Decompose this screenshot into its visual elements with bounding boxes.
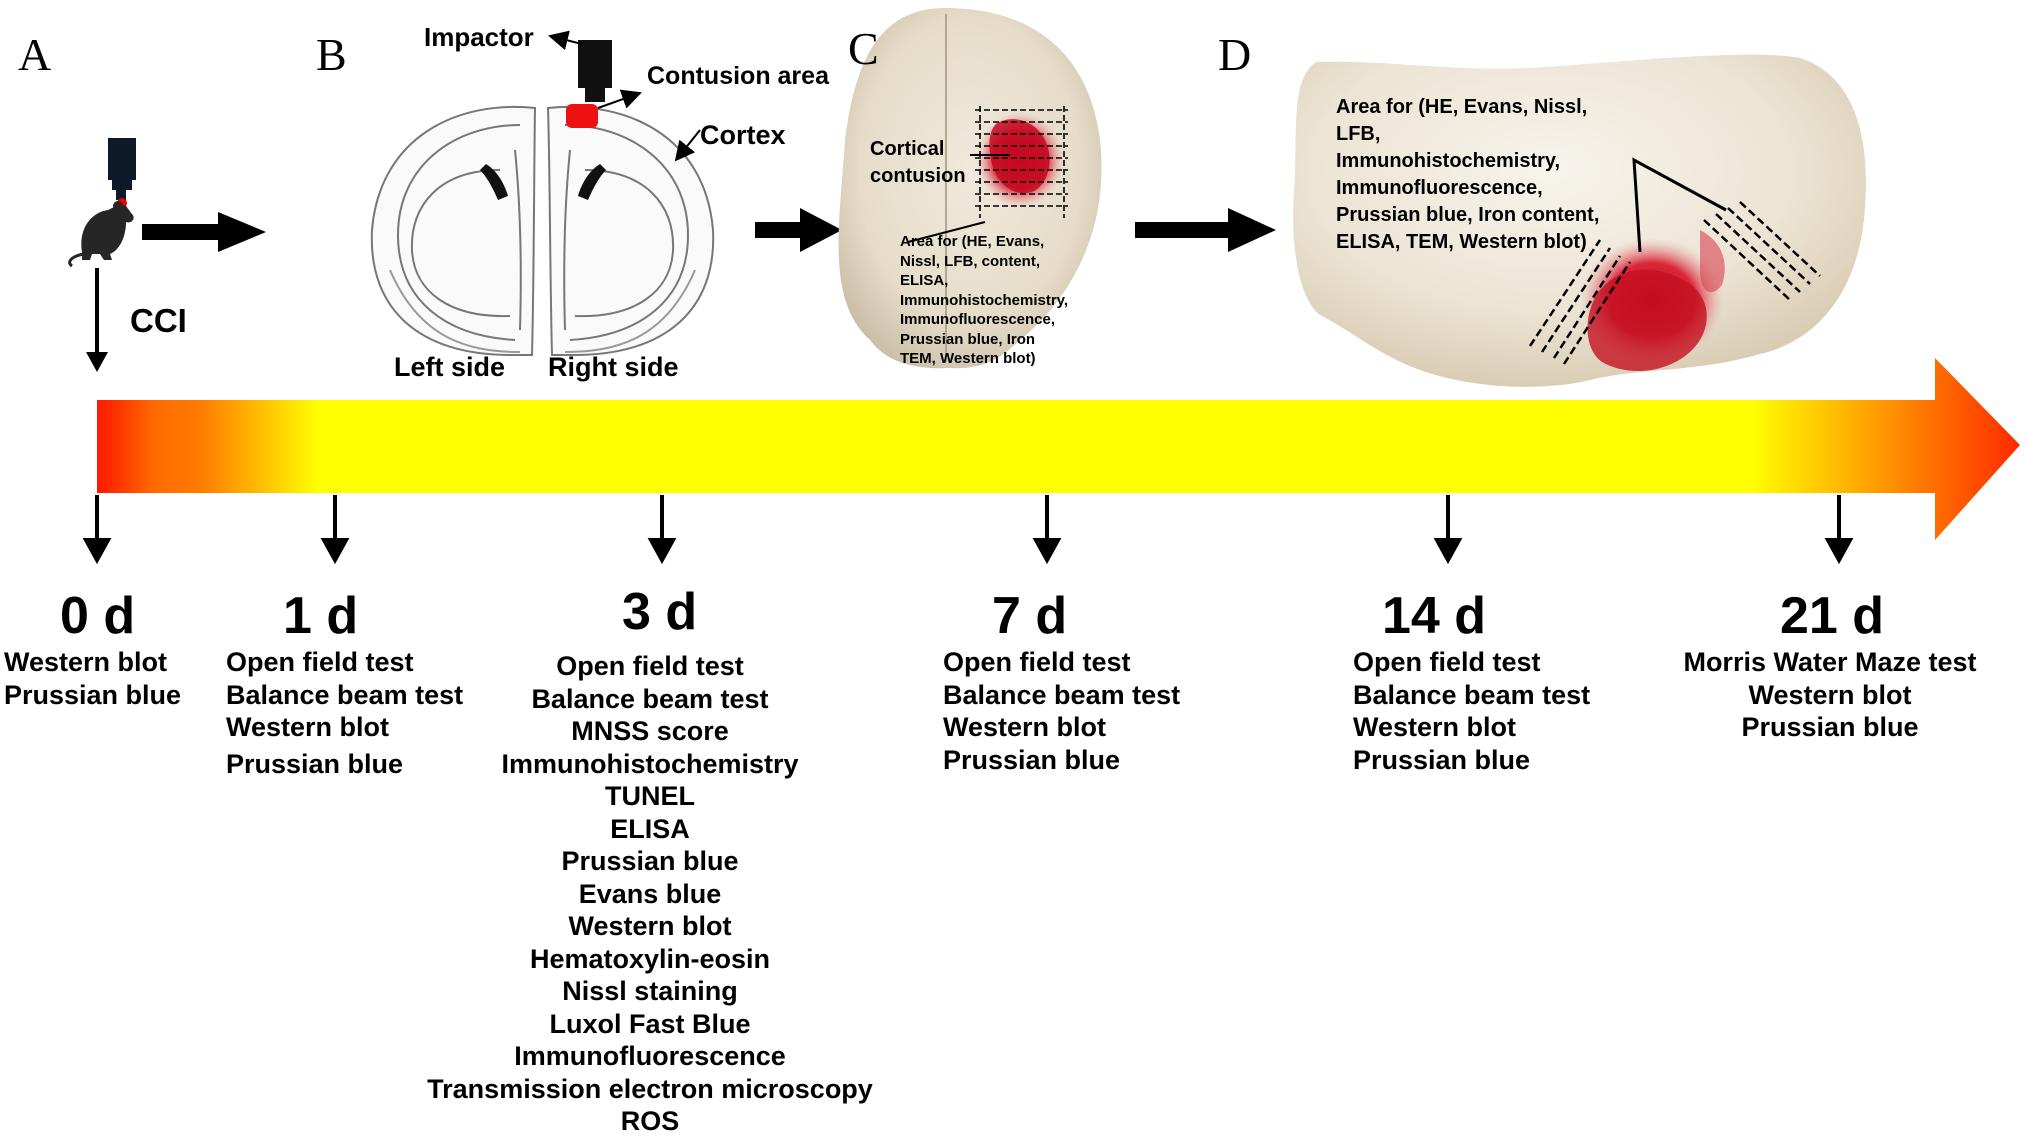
day-label-3: 3 d xyxy=(622,583,698,641)
brain-top-view xyxy=(838,8,1102,369)
list-item: Prussian blue xyxy=(4,679,182,710)
list-item: Evans blue xyxy=(578,878,722,909)
panel-c-area-text: Area for (HE, Evans, Nissl, LFB, content… xyxy=(900,233,1069,367)
list-item: Balance beam test xyxy=(943,679,1181,710)
day-1-list: Open field test Balance beam test Wester… xyxy=(226,646,463,780)
day-label-0: 0 d xyxy=(60,587,136,645)
mouse-impactor-illustration xyxy=(68,138,136,372)
list-item: Western blot xyxy=(4,647,168,677)
contusion-area-label: Contusion area xyxy=(647,62,829,90)
list-item: Prussian blue xyxy=(226,748,404,779)
list-item: TUNEL xyxy=(605,781,695,811)
day-0-list: Western blot Prussian blue xyxy=(4,646,181,711)
list-item: Immunofluorescence xyxy=(514,1041,786,1071)
list-item: Immunohistochemistry xyxy=(501,748,799,779)
panel-label-c: C xyxy=(848,23,879,74)
timeline-tick-arrows xyxy=(82,495,1854,565)
day-14-list: Open field test Balance beam test Wester… xyxy=(1353,646,1590,776)
right-side-label: Right side xyxy=(548,352,679,382)
list-item: MNSS score xyxy=(571,716,729,746)
list-item: ROS xyxy=(620,1106,680,1136)
list-item: Hematoxylin-eosin xyxy=(529,943,771,974)
list-item: Open field test xyxy=(556,651,744,681)
list-item: Morris Water Maze test xyxy=(1683,647,1977,677)
day-label-7: 7 d xyxy=(992,587,1068,645)
list-item: Western blot xyxy=(1748,679,1912,710)
ventricle-left xyxy=(480,164,508,200)
list-item: Western blot xyxy=(226,712,390,742)
list-item: Transmission electron microscopy xyxy=(427,1073,873,1104)
day-21-list: Morris Water Maze test Western blot Prus… xyxy=(1660,646,2000,744)
list-item: Nissl staining xyxy=(562,976,738,1006)
list-item: Balance beam test xyxy=(226,679,464,710)
panel-label-a: A xyxy=(18,29,52,80)
panel-label-d: D xyxy=(1218,29,1252,80)
list-item: Prussian blue xyxy=(1741,712,1919,742)
day-7-list: Open field test Balance beam test Wester… xyxy=(943,646,1180,776)
left-side-label: Left side xyxy=(394,352,506,382)
cortical-contusion-label: Cortical contusion xyxy=(870,138,966,187)
list-item: Western blot xyxy=(568,911,732,941)
impactor-label: Impactor xyxy=(424,22,534,52)
list-item: Western blot xyxy=(943,712,1107,742)
impactor-b xyxy=(548,30,701,162)
list-item: Balance beam test xyxy=(531,683,769,714)
day-label-1: 1 d xyxy=(283,587,359,645)
list-item: Western blot xyxy=(1353,712,1517,742)
brain-slice xyxy=(1293,54,1866,387)
list-item: Open field test xyxy=(943,647,1131,677)
flow-arrows xyxy=(142,208,1276,252)
panel-label-b: B xyxy=(316,29,347,80)
list-item: Open field test xyxy=(1353,647,1541,677)
day-label-21: 21 d xyxy=(1780,587,1885,645)
list-item: Open field test xyxy=(226,647,414,677)
list-item: Balance beam test xyxy=(1353,679,1591,710)
list-item: Prussian blue xyxy=(943,744,1121,775)
list-item: Prussian blue xyxy=(1353,744,1531,775)
cci-label: CCI xyxy=(130,302,187,339)
day-label-14: 14 d xyxy=(1382,587,1487,645)
coronal-section-drawing xyxy=(370,105,715,356)
list-item: Prussian blue xyxy=(561,846,739,876)
list-item: ELISA xyxy=(610,813,690,844)
timeline-arrow xyxy=(97,358,2020,540)
cortex-label: Cortex xyxy=(700,120,786,150)
panel-d-area-text: Area for (HE, Evans, Nissl, LFB, Immunoh… xyxy=(1336,96,1600,253)
ventricle-right xyxy=(578,164,606,200)
day-3-list: Open field test Balance beam test MNSS s… xyxy=(420,650,880,1138)
list-item: Luxol Fast Blue xyxy=(549,1008,751,1039)
